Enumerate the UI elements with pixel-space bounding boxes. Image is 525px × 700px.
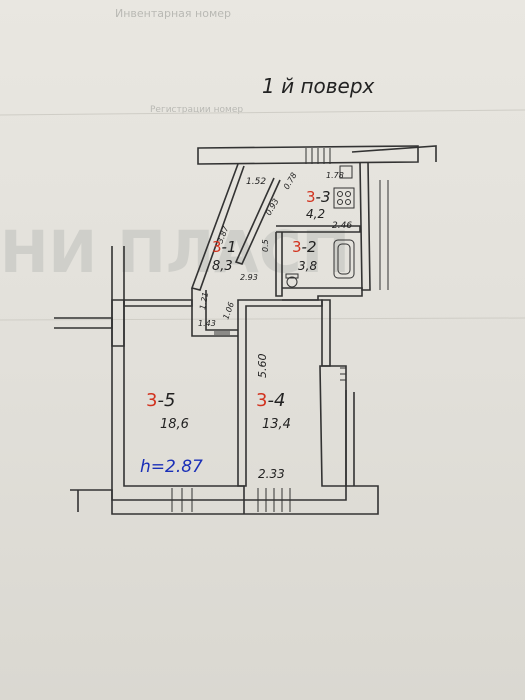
svg-text:3-4: 3-4 <box>256 390 285 411</box>
ceiling-height-note: h=2.87 <box>140 457 203 477</box>
svg-text:3-5: 3-5 <box>146 390 175 411</box>
room-number-red: 3 <box>306 188 316 206</box>
room-number-red: 3 <box>146 390 157 411</box>
faint-rule <box>0 317 525 321</box>
dim-1-52: 1.52 <box>246 177 266 187</box>
dim-5-60: 5.60 <box>256 354 269 379</box>
dim-1-06: 1.06 <box>221 301 236 321</box>
faint-header-text: Инвентарная номер <box>115 7 231 20</box>
svg-text:3-3: 3-3 <box>306 188 331 206</box>
toilet-fixture <box>286 276 298 288</box>
dim-2-46: 2.46 <box>332 221 352 231</box>
plan-fixtures <box>285 165 355 288</box>
dim-2-33: 2.33 <box>258 467 285 481</box>
dim-1-78: 1.78 <box>326 171 344 180</box>
dim-1-21: 1.21 <box>198 291 210 310</box>
dim-0-93: 0.93 <box>264 197 281 217</box>
room-area: 8,3 <box>212 259 233 274</box>
room-number-red: 3 <box>212 238 222 256</box>
room-area: 18,6 <box>160 417 189 432</box>
plan-openings <box>171 148 389 512</box>
dim-2-93: 2.93 <box>240 273 258 282</box>
room-area: 3,8 <box>298 259 317 273</box>
svg-text:3-1: 3-1 <box>212 238 237 256</box>
room-number-rest: -3 <box>316 188 331 206</box>
room-3-2: 3-2 3,8 <box>292 238 317 273</box>
room-number-rest: -1 <box>222 238 237 256</box>
stove-fixture <box>333 187 355 209</box>
room-number-red: 3 <box>292 238 302 256</box>
floor-title: 1 й поверх <box>262 74 375 98</box>
faint-big-word: НИ ПЛАСП <box>0 218 350 286</box>
dim-0-5: 0.5 <box>261 239 270 252</box>
dim-1-43: 1.43 <box>198 319 216 328</box>
bath-fixture <box>333 239 355 279</box>
room-3-4: 3-4 13,4 <box>256 390 291 432</box>
room-number-rest: -2 <box>302 238 317 256</box>
room-area: 13,4 <box>262 417 291 432</box>
faint-sub-text: Регистрации номер <box>150 105 243 115</box>
svg-text:3-2: 3-2 <box>292 238 317 256</box>
dim-0-78: 0.78 <box>282 171 299 191</box>
room-number-red: 3 <box>256 390 267 411</box>
faint-rule <box>0 109 525 116</box>
room-3-5: 3-5 18,6 <box>146 390 189 432</box>
sink-fixture <box>339 165 353 179</box>
room-number-rest: -4 <box>267 390 285 411</box>
room-area: 4,2 <box>306 207 325 221</box>
plan-walls <box>54 145 437 515</box>
room-3-3: 3-3 4,2 <box>306 188 331 221</box>
room-3-1: 3-1 8,3 <box>212 238 237 274</box>
room-number-rest: -5 <box>157 390 175 411</box>
